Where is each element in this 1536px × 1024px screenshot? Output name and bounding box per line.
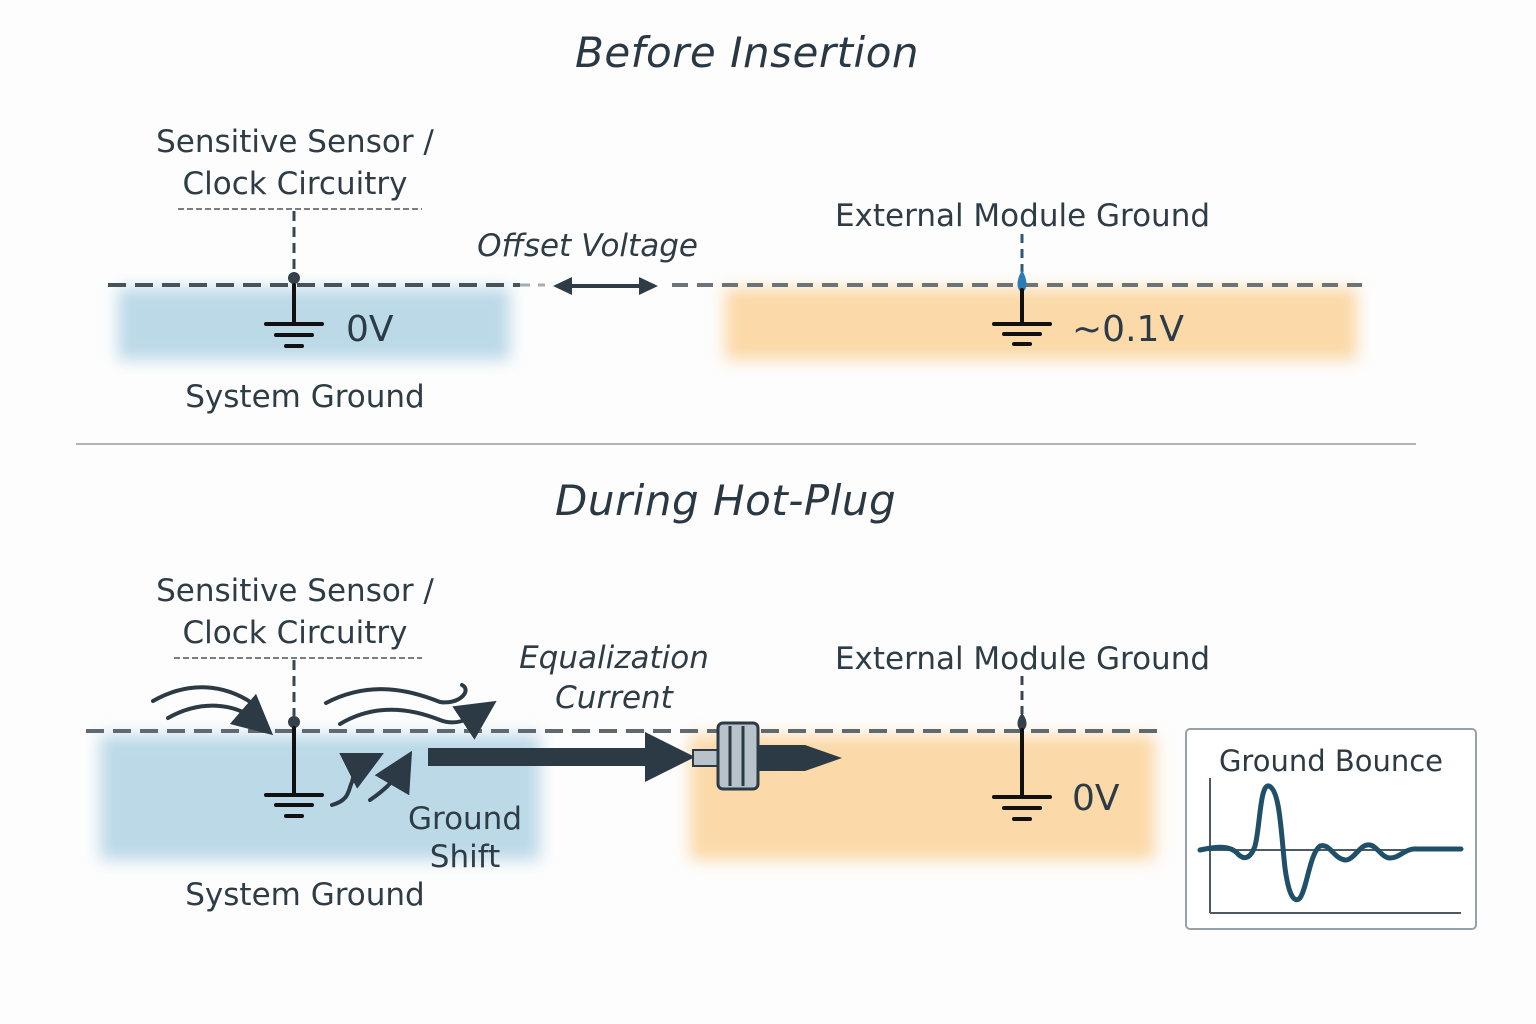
ground-symbol-icon [992,728,1052,821]
noise-swirl-icon [151,683,497,807]
external-ground-label: External Module Ground [834,641,1211,677]
junction-dot [288,272,300,284]
ground-shift-label: Ground Shift [395,800,535,876]
sensor-label-line1: Sensitive Sensor / [156,124,434,160]
ground-bounce-inset: Ground Bounce [1185,728,1477,930]
system-ground-voltage: 0V [346,309,394,350]
sensor-label: Sensitive Sensor / Clock Circuitry [140,121,450,205]
junction-dot [1017,713,1027,731]
offset-double-arrow-icon [553,277,658,295]
system-ground-label: System Ground [185,877,425,913]
junction-dot [288,716,300,728]
external-ground-label: External Module Ground [834,198,1211,234]
external-ground-voltage: ~0.1V [1072,309,1185,350]
system-ground-label: System Ground [185,379,425,415]
ground-symbol-icon [264,726,324,818]
equalization-line1: Equalization [519,640,709,676]
before-insertion-title: Before Insertion [575,28,920,77]
sensor-label-line2: Clock Circuitry [182,615,408,651]
ground-bounce-title: Ground Bounce [1218,744,1444,778]
sensor-label: Sensitive Sensor / Clock Circuitry [140,570,450,654]
junction-dot [1017,270,1027,292]
ground-bounce-waveform [1197,783,1464,903]
ground-symbol-icon [264,283,324,348]
ground-shift-line2: Shift [429,839,501,875]
equalization-arrow-icon [428,732,695,782]
ground-symbol-icon [992,288,1052,346]
ground-bounce-plot [1197,778,1464,914]
equalization-line2: Current [555,680,673,716]
connector-plug-icon [692,721,842,791]
ground-shift-line1: Ground [407,801,523,837]
offset-voltage-label: Offset Voltage [477,228,698,264]
sensor-label-line1: Sensitive Sensor / [156,573,434,609]
sensor-label-line2: Clock Circuitry [182,166,408,202]
external-ground-voltage: 0V [1072,778,1120,819]
equalization-current-label: Equalization Current [505,638,723,718]
during-hot-plug-title: During Hot-Plug [555,476,897,525]
